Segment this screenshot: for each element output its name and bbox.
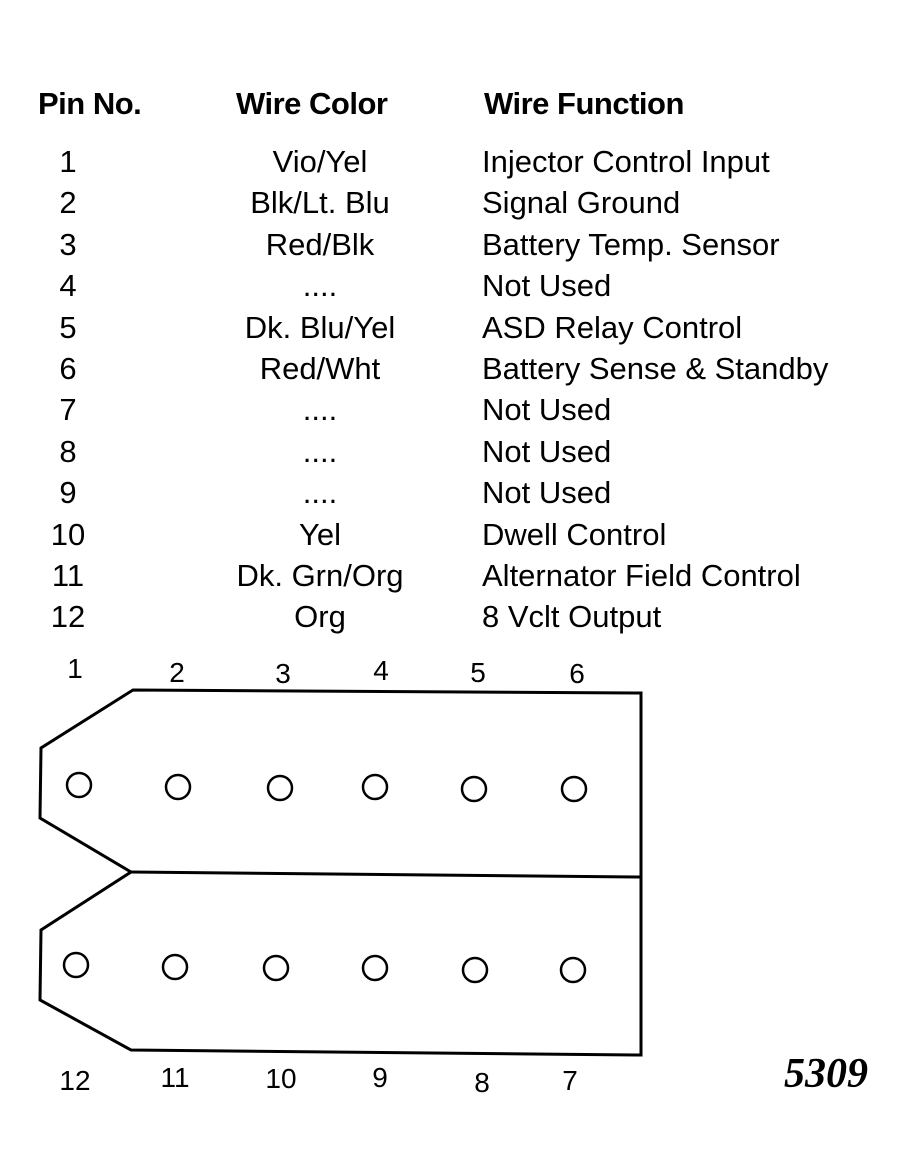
pin-number: 10 xyxy=(50,516,86,552)
table-row: 3 Red/Blk Battery Temp. Sensor xyxy=(0,226,923,267)
pin-number: 12 xyxy=(50,599,86,635)
wire-color: .... xyxy=(302,433,338,469)
wire-color: Blk/Lt. Blu xyxy=(250,185,390,221)
wire-color: .... xyxy=(302,392,338,428)
connector-pin-label: 9 xyxy=(372,1062,388,1093)
wire-color: Dk. Blu/Yel xyxy=(244,309,396,345)
pin-number: 11 xyxy=(51,557,85,593)
wire-function: Dwell Control xyxy=(482,516,667,552)
table-row: 6 Red/Wht Battery Sense & Standby xyxy=(0,350,923,391)
pin-hole xyxy=(266,774,294,802)
pin-hole xyxy=(62,951,90,979)
pin-hole xyxy=(361,773,389,801)
table-row: 11 Dk. Grn/Org Alternator Field Control xyxy=(0,557,923,598)
wire-color: Red/Blk xyxy=(265,226,375,262)
pin-hole xyxy=(560,775,588,803)
wire-color: Red/Wht xyxy=(259,350,381,386)
table-row: 1 Vio/Yel Injector Control Input xyxy=(0,143,923,184)
connector-pin-label: 4 xyxy=(373,655,389,686)
top-pin-holes xyxy=(65,771,588,803)
pin-number: 4 xyxy=(59,268,77,304)
table-row: 8 .... Not Used xyxy=(0,433,923,474)
figure-number: 5309 xyxy=(784,1051,868,1097)
connector-pin-label: 10 xyxy=(265,1063,296,1094)
pin-hole xyxy=(461,956,489,984)
pin-hole xyxy=(559,956,587,984)
connector-pin-label: 6 xyxy=(569,658,585,689)
connector-pin-label: 2 xyxy=(169,657,185,688)
pin-hole xyxy=(361,954,389,982)
pin-hole xyxy=(262,954,290,982)
table-row: 12 Org 8 Vclt Output xyxy=(0,598,923,639)
pin-hole xyxy=(65,771,93,799)
wire-function: Battery Sense & Standby xyxy=(482,350,829,386)
pin-number: 6 xyxy=(59,350,77,386)
table-row: 5 Dk. Blu/Yel ASD Relay Control xyxy=(0,309,923,350)
connector-pin-label: 12 xyxy=(59,1065,90,1096)
pin-number: 8 xyxy=(59,433,77,469)
wire-color: Vio/Yel xyxy=(272,144,368,179)
wire-color: Dk. Grn/Org xyxy=(236,557,404,593)
header-wire-color: Wire Color xyxy=(236,86,388,121)
pin-table: 1 Vio/Yel Injector Control Input 2 Blk/L… xyxy=(0,143,923,640)
wire-color: .... xyxy=(302,268,338,304)
pin-hole xyxy=(460,775,488,803)
table-row: 10 Yel Dwell Control xyxy=(0,516,923,557)
connector-pin-label: 11 xyxy=(160,1062,189,1093)
connector-body xyxy=(38,688,643,1057)
wire-function: Battery Temp. Sensor xyxy=(482,226,780,262)
wire-color: Org xyxy=(294,599,346,635)
table-row: 4 .... Not Used xyxy=(0,267,923,308)
pin-number: 1 xyxy=(59,144,77,179)
pin-number: 9 xyxy=(59,475,77,511)
pin-hole xyxy=(164,773,192,801)
wire-function: Not Used xyxy=(482,433,612,469)
wire-function: Not Used xyxy=(482,475,612,511)
connector-pin-label: 8 xyxy=(474,1067,490,1098)
wire-function: ASD Relay Control xyxy=(482,309,743,345)
wire-color: .... xyxy=(302,475,338,511)
wire-function: Not Used xyxy=(482,392,612,428)
wire-function: Injector Control Input xyxy=(482,144,770,179)
table-row: 7 .... Not Used xyxy=(0,391,923,432)
pin-number: 2 xyxy=(59,185,77,221)
wire-function: Alternator Field Control xyxy=(482,557,801,593)
connector-diagram: 1 2 3 4 5 6 12 11 10 9 8 7 xyxy=(38,653,643,1098)
wire-function: 8 Vclt Output xyxy=(482,599,662,635)
table-row: 9 .... Not Used xyxy=(0,474,923,515)
wire-function: Signal Ground xyxy=(482,185,681,221)
wire-color: Yel xyxy=(299,516,341,552)
connector-pin-label: 5 xyxy=(470,657,486,688)
pin-number: 5 xyxy=(59,309,77,345)
connector-pin-label: 3 xyxy=(275,658,291,689)
pin-number: 3 xyxy=(59,226,77,262)
wire-function: Not Used xyxy=(482,268,612,304)
header-wire-function: Wire Function xyxy=(484,86,684,121)
connector-pin-label: 1 xyxy=(67,653,83,684)
table-row: 2 Blk/Lt. Blu Signal Ground xyxy=(0,184,923,225)
bottom-pin-holes xyxy=(62,951,587,984)
connector-pin-label: 7 xyxy=(562,1065,578,1096)
header-pin-no: Pin No. xyxy=(38,86,142,121)
pin-number: 7 xyxy=(59,392,77,428)
pin-hole xyxy=(161,953,189,981)
